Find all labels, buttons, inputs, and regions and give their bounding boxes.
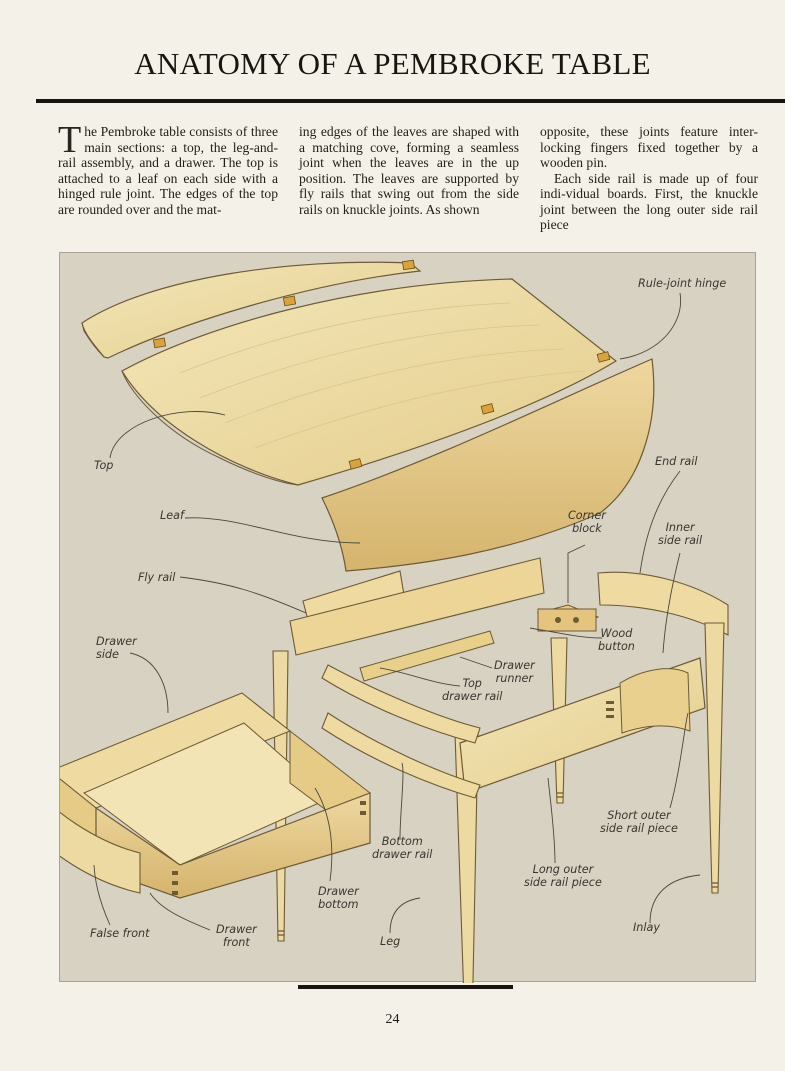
label-bottom-drawer-rail: Bottom drawer rail	[372, 835, 433, 861]
table-top	[121, 278, 618, 486]
footer-rule	[298, 985, 513, 989]
label-false-front: False front	[90, 927, 150, 940]
bottom-drawer-rail	[321, 712, 481, 799]
near-leaf	[321, 358, 655, 572]
rule-joint-hinges	[152, 259, 611, 470]
top-drawer-rail	[321, 664, 481, 744]
header-rule	[36, 99, 785, 103]
label-inner-side-rail: Inner side rail	[658, 521, 703, 547]
label-leg: Leg	[380, 935, 401, 948]
dovetails	[172, 801, 366, 895]
exploded-view-figure: Rule-joint hinge Top Leaf End rail Corne…	[59, 252, 756, 983]
label-drawer-front: Drawer front	[216, 923, 257, 949]
short-outer-side-rail	[619, 668, 691, 734]
label-corner-block: Corner block	[568, 509, 606, 535]
label-fly-rail: Fly rail	[138, 571, 176, 584]
label-top: Top	[94, 459, 114, 472]
label-top-drawer-rail: Top drawer rail	[442, 677, 503, 703]
leader-lines	[93, 292, 701, 934]
table-illustration	[60, 259, 729, 983]
top-grain	[179, 302, 586, 449]
far-leaf-edge	[81, 322, 105, 358]
label-wood-button: Wood button	[598, 627, 635, 653]
column-1-text: he Pembroke table consists of three main…	[58, 124, 278, 217]
label-drawer-side: Drawer side	[96, 635, 137, 661]
drawer-runner	[359, 630, 495, 682]
column-3-paragraph-2: Each side rail is made up of four indi-v…	[540, 170, 758, 233]
inner-rail-assembly	[289, 557, 545, 656]
end-rail	[597, 571, 729, 636]
wood-button-block	[537, 608, 597, 632]
leg-inlays	[278, 792, 718, 936]
drop-cap: T	[58, 119, 82, 161]
label-drawer-runner: Drawer runner	[494, 659, 535, 685]
label-long-outer-side-rail-piece: Long outer side rail piece	[524, 863, 602, 889]
text-column-3: opposite, these joints feature inter-loc…	[540, 124, 758, 233]
label-inlay: Inlay	[633, 921, 660, 934]
label-end-rail: End rail	[655, 455, 698, 468]
text-column-2: ing edges of the leaves are shaped with …	[299, 124, 519, 217]
label-leaf: Leaf	[160, 509, 184, 522]
table-top-edge	[121, 370, 299, 486]
drawer-false-front	[60, 811, 141, 894]
label-short-outer-side-rail-piece: Short outer side rail piece	[600, 809, 678, 835]
column-3-paragraph-1: opposite, these joints feature inter-loc…	[540, 124, 758, 170]
page-number: 24	[385, 1012, 400, 1027]
knuckle-joint-fingers	[606, 701, 614, 718]
label-drawer-bottom: Drawer bottom	[318, 885, 359, 911]
page-title: ANATOMY OF A PEMBROKE TABLE	[134, 46, 651, 81]
label-rule-joint-hinge: Rule-joint hinge	[638, 277, 727, 290]
